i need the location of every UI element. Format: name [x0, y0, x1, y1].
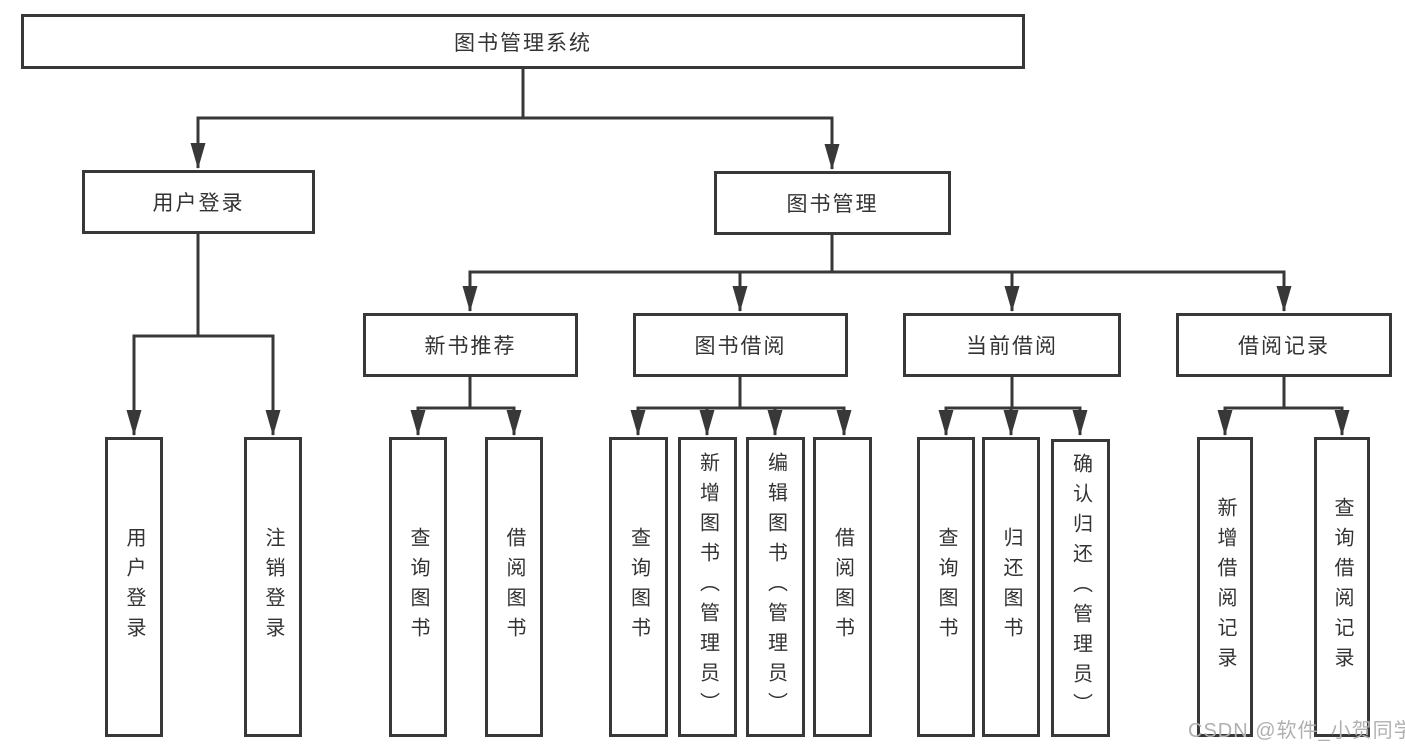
leaf-add-borrow-record: 新增借阅记录: [1197, 437, 1253, 737]
leaf-label: 查询图书: [407, 527, 429, 647]
leaf-label: 确认归还（管理员）: [1069, 453, 1092, 723]
node-label: 当前借阅: [966, 335, 1058, 358]
leaf-label: 归还图书: [1000, 527, 1022, 647]
node-new-book-recommend: 新书推荐: [363, 313, 578, 377]
leaf-label: 查询图书: [935, 527, 957, 647]
edge-user-login-to-leaves: [126, 234, 281, 436]
leaf-edit-books-admin: 编辑图书（管理员）: [746, 437, 805, 737]
leaf-query-books: 查询图书: [917, 437, 975, 737]
node-label: 新书推荐: [424, 335, 517, 358]
leaf-label: 查询图书: [627, 527, 650, 647]
leaf-label: 编辑图书（管理员）: [764, 452, 787, 722]
node-label: 用户登录: [152, 192, 245, 215]
leaf-label: 注销登录: [262, 527, 284, 647]
leaf-label: 新增图书（管理员）: [696, 452, 719, 722]
leaf-label: 查询借阅记录: [1331, 497, 1353, 677]
leaf-borrow-books: 借阅图书: [485, 437, 543, 737]
edge-book-borrowing-to-leaves: [630, 377, 852, 436]
leaf-logout: 注销登录: [244, 437, 302, 737]
leaf-query-books: 查询图书: [609, 437, 668, 737]
node-label: 图书借阅: [694, 335, 787, 358]
edge-new-book-recommend-to-leaves: [410, 377, 522, 436]
edge-book-management-to-sections: [462, 235, 1292, 312]
leaf-user-login: 用户登录: [105, 437, 163, 737]
leaf-query-borrow-record: 查询借阅记录: [1314, 437, 1370, 737]
edge-root-to-level1: [190, 69, 840, 170]
leaf-query-books: 查询图书: [389, 437, 447, 737]
node-book-borrowing: 图书借阅: [633, 313, 848, 377]
node-label: 图书管理: [786, 193, 879, 216]
node-book-management: 图书管理: [714, 171, 951, 235]
node-user-login: 用户登录: [82, 170, 315, 234]
node-library-management-system: 图书管理系统: [21, 14, 1025, 69]
edge-borrow-records-to-leaves: [1217, 377, 1350, 436]
leaf-label: 借阅图书: [503, 527, 525, 647]
leaf-label: 用户登录: [123, 527, 145, 647]
leaf-borrow-books: 借阅图书: [813, 437, 872, 737]
node-label: 图书管理系统: [454, 31, 592, 55]
leaf-confirm-return-admin: 确认归还（管理员）: [1051, 439, 1110, 737]
node-label: 借阅记录: [1238, 335, 1330, 358]
leaf-add-books-admin: 新增图书（管理员）: [678, 437, 737, 737]
leaf-return-books: 归还图书: [982, 437, 1040, 737]
node-borrow-records: 借阅记录: [1176, 313, 1392, 377]
edge-current-borrowing-to-leaves: [938, 377, 1088, 436]
leaf-label: 新增借阅记录: [1214, 497, 1236, 677]
leaf-label: 借阅图书: [831, 527, 854, 647]
csdn-watermark: CSDN @软件_小贺同学: [1188, 720, 1405, 742]
node-current-borrowing: 当前借阅: [903, 313, 1121, 377]
